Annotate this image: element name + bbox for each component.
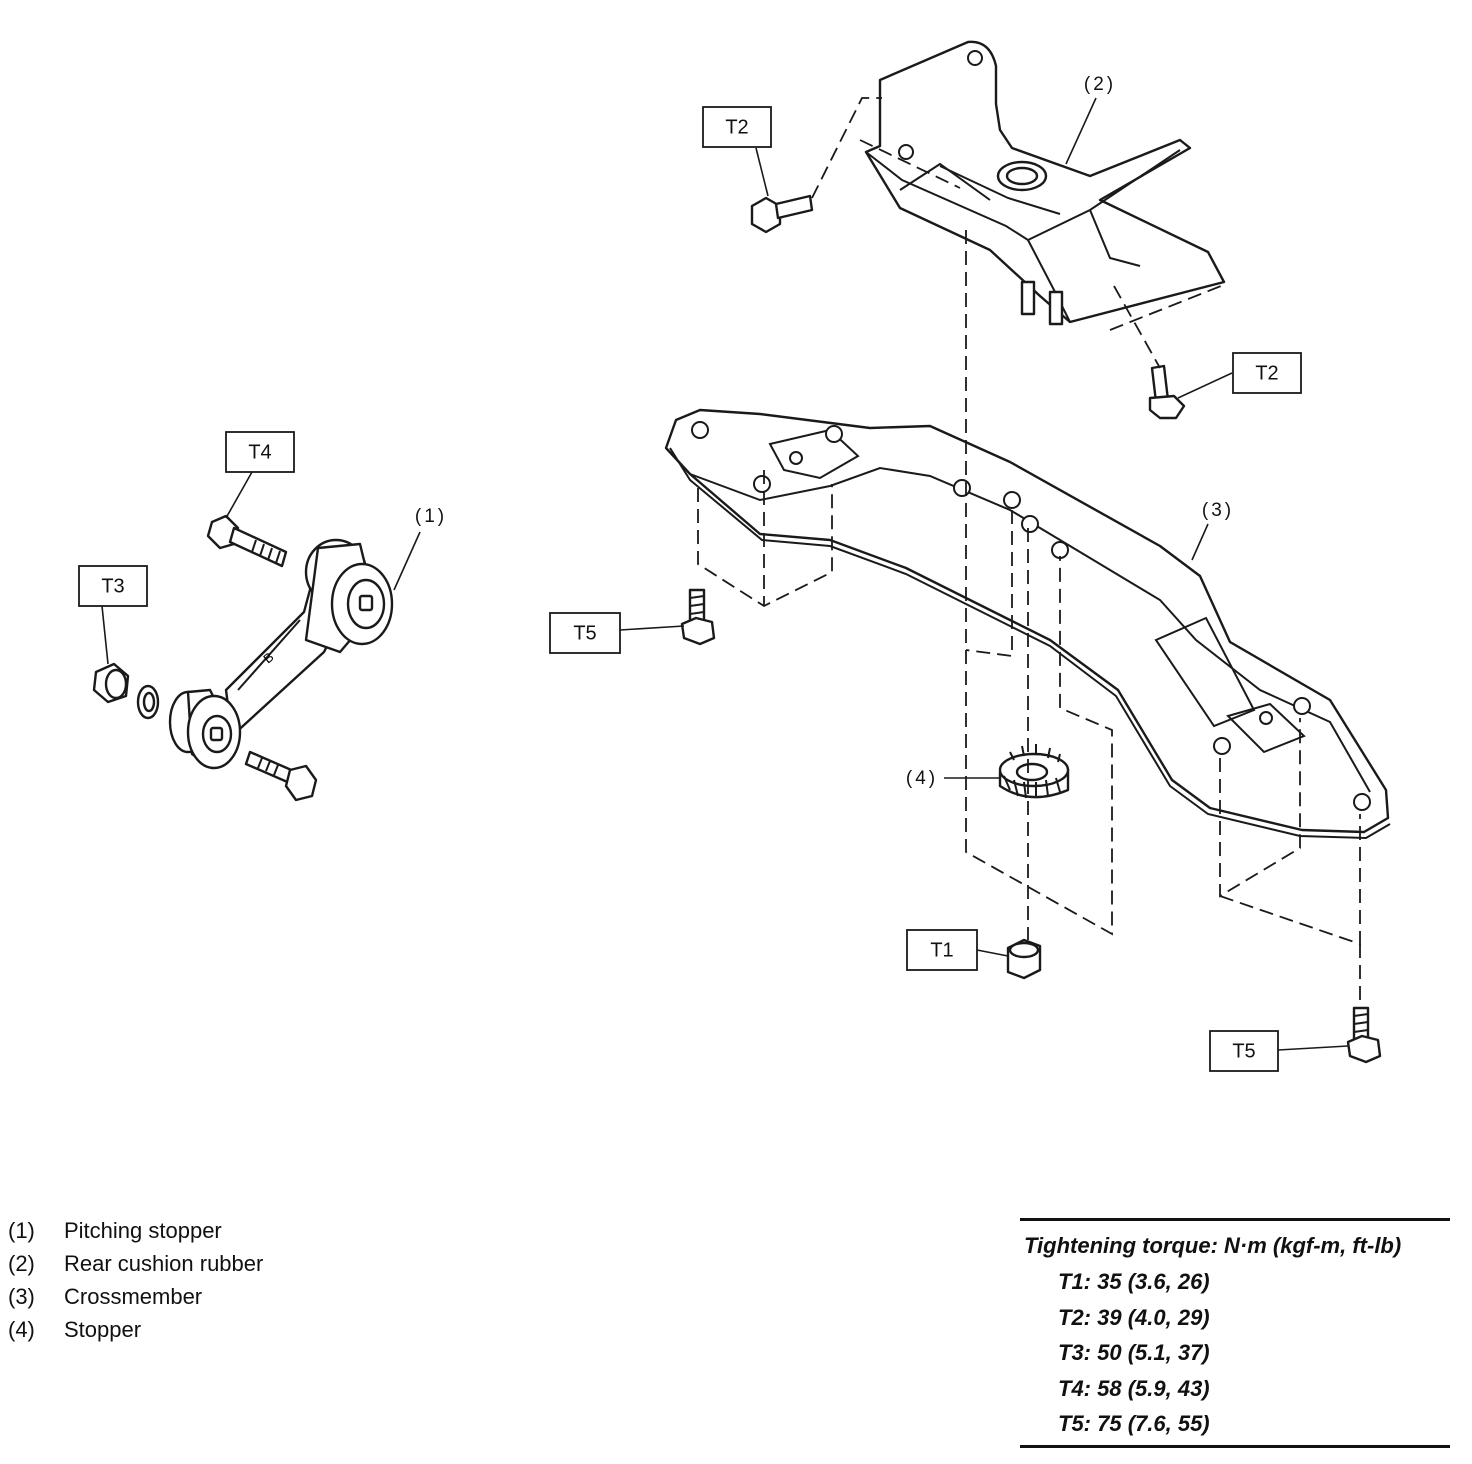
legend-number: (4) — [8, 1317, 35, 1342]
torque-label-t3: T3 — [78, 565, 148, 665]
t2-bolt-right — [1148, 364, 1186, 420]
torque-specifications: Tightening torque: N·m (kgf-m, ft-lb) T1… — [1020, 1218, 1450, 1448]
callouts: (1) (2) (3) (4) — [393, 74, 1234, 789]
t2-right-text: T2 — [1255, 362, 1278, 384]
torque-row-t3: T3: 50 (5.1, 37) — [1058, 1340, 1210, 1365]
legend-item: (2) Rear cushion rubber — [8, 1247, 263, 1280]
legend-label: Rear cushion rubber — [64, 1251, 264, 1276]
torque-label-t2-left: T2 — [702, 106, 772, 197]
legend-label: Pitching stopper — [64, 1218, 222, 1243]
torque-title: Tightening torque: N·m (kgf-m, ft-lb) — [1024, 1233, 1402, 1258]
legend-number: (2) — [8, 1251, 35, 1276]
callout-4: (4) — [906, 768, 938, 789]
t5-bolt-left — [680, 588, 716, 646]
stopper — [998, 744, 1070, 799]
t3-text: T3 — [101, 575, 124, 597]
legend-number: (1) — [8, 1218, 35, 1243]
torque-row-t2: T2: 39 (4.0, 29) — [1058, 1305, 1210, 1330]
washer — [136, 684, 160, 720]
legend-number: (3) — [8, 1284, 35, 1309]
t4-text: T4 — [248, 441, 271, 463]
t5-bolt-right — [1346, 1006, 1382, 1064]
legend-label: Stopper — [64, 1317, 142, 1342]
torque-label-t4: T4 — [225, 431, 295, 519]
callout-1: (1) — [415, 506, 447, 527]
torque-label-t5-left: T5 — [549, 612, 685, 654]
lower-bolt — [244, 750, 318, 802]
legend-label: Crossmember — [64, 1284, 203, 1309]
torque-row-t1: T1: 35 (3.6, 26) — [1058, 1269, 1210, 1294]
t4-bolt — [206, 514, 288, 568]
alignment-lines — [697, 97, 1361, 1006]
parts-legend: (1) Pitching stopper (2) Rear cushion ru… — [8, 1214, 263, 1346]
t5-left-text: T5 — [573, 622, 596, 644]
legend-item: (4) Stopper — [8, 1313, 263, 1346]
pitching-stopper: B — [168, 538, 394, 770]
t5-right-text: T5 — [1232, 1040, 1255, 1062]
callout-2: (2) — [1084, 74, 1116, 95]
torque-row-t5: T5: 75 (7.6, 55) — [1058, 1411, 1210, 1436]
legend-item: (1) Pitching stopper — [8, 1214, 263, 1247]
torque-label-t2-right: T2 — [1177, 352, 1302, 399]
t2-bolt-left — [750, 194, 814, 234]
torque-label-t1: T1 — [906, 929, 1009, 971]
torque-label-t5-right: T5 — [1209, 1030, 1349, 1072]
t1-nut — [1006, 938, 1042, 980]
rear-cushion-rubber — [864, 40, 1226, 326]
callout-3: (3) — [1202, 500, 1234, 521]
torque-row-t4: T4: 58 (5.9, 43) — [1058, 1376, 1210, 1401]
legend-item: (3) Crossmember — [8, 1280, 263, 1313]
t1-text: T1 — [930, 939, 953, 961]
t2-left-text: T2 — [725, 116, 748, 138]
t3-nut — [92, 662, 130, 704]
